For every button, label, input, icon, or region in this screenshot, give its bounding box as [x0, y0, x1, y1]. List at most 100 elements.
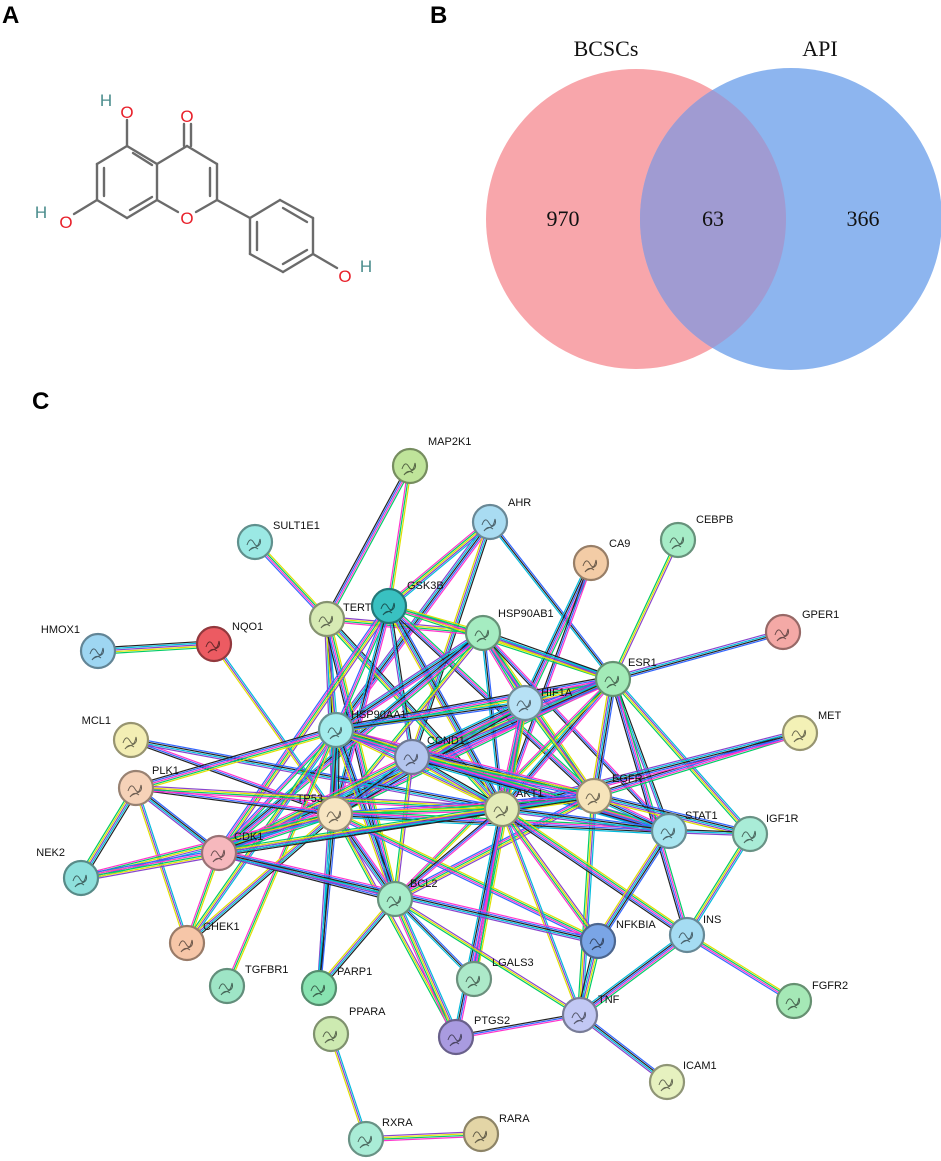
edge-line: [523, 562, 591, 703]
node-circle[interactable]: [781, 714, 819, 752]
node-plk1[interactable]: PLK1: [117, 765, 179, 807]
edge-hif1a-egfr: [523, 701, 596, 798]
node-circle[interactable]: [483, 790, 521, 828]
node-circle[interactable]: [775, 982, 813, 1020]
node-circle[interactable]: [300, 969, 338, 1007]
node-ahr[interactable]: AHR: [471, 497, 531, 541]
node-circle[interactable]: [236, 523, 274, 561]
node-circle[interactable]: [464, 614, 502, 652]
node-cdk1[interactable]: CDK1: [200, 831, 263, 872]
node-circle[interactable]: [376, 880, 414, 918]
node-circle[interactable]: [316, 795, 354, 833]
node-hif1a[interactable]: HIF1A: [506, 684, 573, 722]
edge-line: [577, 795, 593, 1015]
node-tgfbr1[interactable]: TGFBR1: [208, 964, 288, 1005]
node-circle[interactable]: [659, 521, 697, 559]
edge-line: [523, 703, 594, 798]
node-cebpb[interactable]: CEBPB: [659, 514, 733, 559]
node-label: TP53: [297, 793, 323, 805]
node-circle[interactable]: [393, 738, 431, 776]
node-parp1[interactable]: PARP1: [300, 966, 372, 1007]
node-sult1e1[interactable]: SULT1E1: [236, 520, 320, 561]
node-circle[interactable]: [117, 769, 155, 807]
node-circle[interactable]: [195, 625, 233, 663]
edge-line: [220, 759, 414, 857]
node-gper1[interactable]: GPER1: [764, 609, 839, 651]
node-bcl2[interactable]: BCL2: [376, 878, 438, 918]
node-circle[interactable]: [455, 960, 493, 998]
node-stat1[interactable]: STAT1: [650, 810, 718, 850]
node-circle[interactable]: [764, 613, 802, 651]
node-circle[interactable]: [317, 711, 355, 749]
node-circle[interactable]: [370, 587, 408, 625]
node-esr1[interactable]: ESR1: [594, 657, 657, 698]
node-label: HSP90AB1: [498, 608, 554, 620]
node-circle[interactable]: [668, 916, 706, 954]
node-label: AHR: [508, 497, 531, 509]
node-circle[interactable]: [471, 503, 509, 541]
node-tp53[interactable]: TP53: [297, 793, 354, 833]
node-circle[interactable]: [561, 996, 599, 1034]
node-nqo1[interactable]: NQO1: [195, 621, 263, 663]
node-circle[interactable]: [594, 660, 632, 698]
node-circle[interactable]: [650, 812, 688, 850]
node-circle[interactable]: [112, 721, 150, 759]
atom-o-carbonyl: O: [180, 107, 193, 126]
node-nek2[interactable]: NEK2: [36, 847, 100, 897]
node-circle[interactable]: [731, 815, 769, 853]
node-label: LGALS3: [492, 957, 534, 969]
node-circle[interactable]: [312, 1015, 350, 1053]
node-ppara[interactable]: PPARA: [312, 1006, 386, 1053]
node-tert[interactable]: TERT: [308, 600, 372, 638]
node-rxra[interactable]: RXRA: [347, 1117, 413, 1158]
node-circle[interactable]: [347, 1120, 385, 1158]
node-met[interactable]: MET: [781, 710, 842, 752]
node-circle[interactable]: [168, 924, 206, 962]
edge-line: [490, 520, 615, 679]
node-icam1[interactable]: ICAM1: [648, 1060, 717, 1101]
node-circle[interactable]: [572, 544, 610, 582]
edge-line: [221, 607, 393, 856]
node-circle[interactable]: [648, 1063, 686, 1101]
node-ccnd1[interactable]: CCND1: [393, 735, 465, 776]
node-hmox1[interactable]: HMOX1: [41, 624, 117, 670]
edge-line: [499, 810, 597, 943]
protein-structure-icon: [589, 937, 604, 951]
node-igf1r[interactable]: IGF1R: [731, 813, 798, 853]
node-circle[interactable]: [579, 922, 617, 960]
node-circle[interactable]: [462, 1115, 500, 1153]
edge-line: [388, 465, 411, 607]
node-ca9[interactable]: CA9: [572, 538, 630, 582]
node-circle[interactable]: [437, 1018, 475, 1056]
node-circle[interactable]: [308, 600, 346, 638]
node-chek1[interactable]: CHEK1: [168, 921, 240, 962]
node-hsp90ab1[interactable]: HSP90AB1: [464, 608, 554, 652]
node-akt1[interactable]: AKT1: [483, 788, 544, 828]
node-circle[interactable]: [575, 777, 613, 815]
node-lgals3[interactable]: LGALS3: [455, 957, 534, 998]
node-tnf[interactable]: TNF: [561, 994, 620, 1034]
node-ins[interactable]: INS: [668, 914, 721, 954]
node-circle[interactable]: [200, 834, 238, 872]
node-map2k1[interactable]: MAP2K1: [391, 436, 471, 485]
node-circle[interactable]: [62, 859, 100, 897]
edge-line: [335, 729, 670, 832]
edge-line: [483, 631, 614, 679]
node-circle[interactable]: [79, 632, 117, 670]
node-circle[interactable]: [391, 447, 429, 485]
node-fgfr2[interactable]: FGFR2: [775, 980, 848, 1020]
node-nfkbia[interactable]: NFKBIA: [579, 919, 656, 960]
edge-line: [613, 678, 672, 831]
edge-line: [410, 759, 669, 835]
node-ptgs2[interactable]: PTGS2: [437, 1015, 510, 1056]
node-hsp90aa1[interactable]: HSP90AA1: [317, 709, 407, 749]
edge-line: [324, 464, 409, 619]
node-egfr[interactable]: EGFR: [575, 773, 643, 815]
node-mcl1[interactable]: MCL1: [82, 715, 150, 759]
node-gsk3b[interactable]: GSK3B: [370, 580, 444, 625]
edge-line: [578, 933, 687, 1015]
node-rara[interactable]: RARA: [462, 1113, 530, 1153]
node-label: GPER1: [802, 609, 839, 621]
node-circle[interactable]: [506, 684, 544, 722]
node-circle[interactable]: [208, 967, 246, 1005]
